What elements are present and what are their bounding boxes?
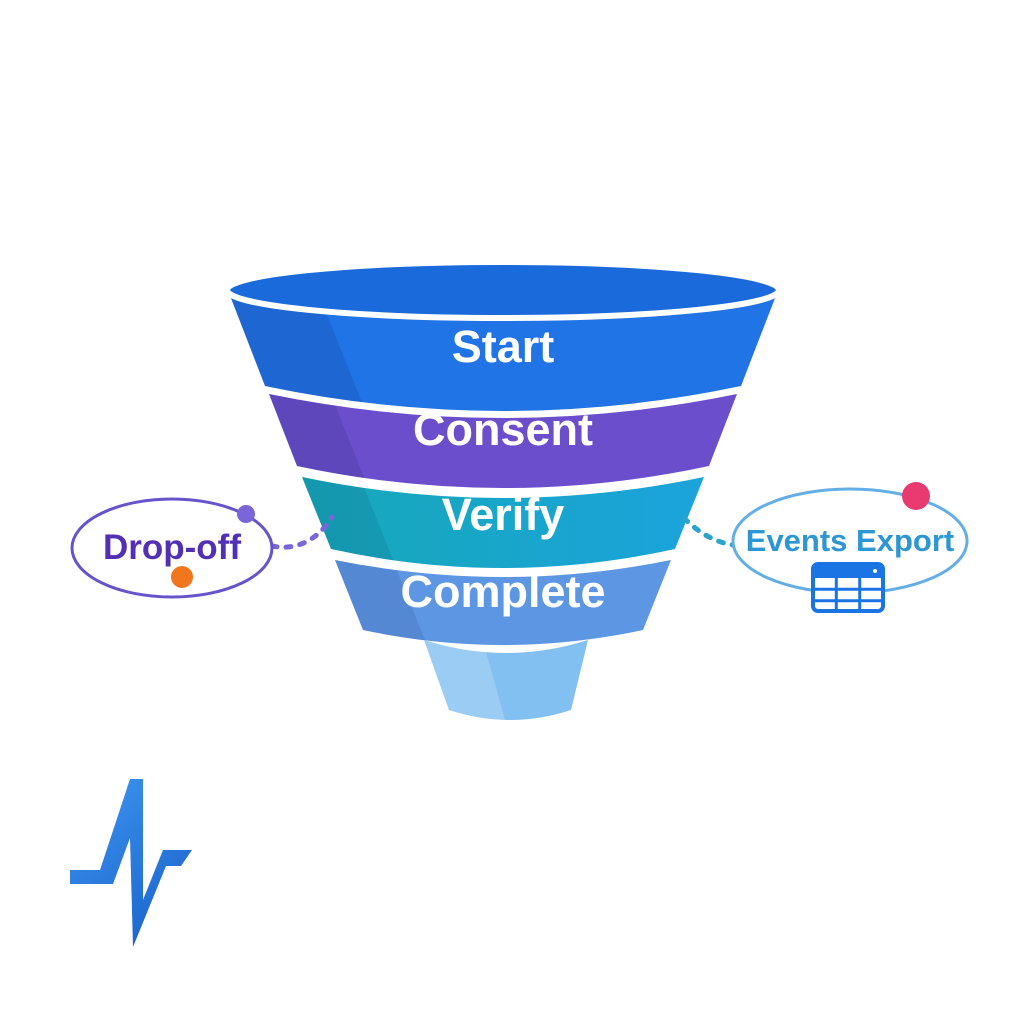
stage-label-verify: Verify bbox=[442, 489, 565, 540]
drop-off-connector bbox=[269, 514, 335, 550]
table-icon bbox=[811, 562, 885, 613]
pulse-logo-glyph bbox=[70, 779, 192, 947]
events-export-label: Events Export bbox=[746, 523, 954, 558]
table-icon-gridlines bbox=[813, 578, 883, 611]
drop-off-satellite-dot bbox=[237, 505, 255, 523]
funnel-rim bbox=[224, 259, 782, 321]
drop-off-label: Drop-off bbox=[103, 528, 241, 567]
funnel-spout bbox=[424, 640, 588, 720]
drop-off-orange-dot bbox=[171, 566, 193, 588]
table-icon-header bbox=[813, 564, 883, 578]
drop-off-callout: Drop-off bbox=[70, 497, 335, 599]
funnel-stage-consent bbox=[269, 394, 737, 488]
funnel-stage-verify bbox=[302, 477, 704, 568]
stage-label-complete: Complete bbox=[400, 566, 605, 617]
stage-label-start: Start bbox=[452, 321, 555, 372]
drop-off-ellipse bbox=[70, 497, 274, 599]
funnel-stage-complete bbox=[335, 560, 671, 645]
pulse-logo bbox=[70, 779, 192, 947]
table-icon-header-dot bbox=[873, 569, 877, 573]
funnel-stage-complete-shade bbox=[335, 560, 427, 645]
funnel: Start Consent Verify Complete bbox=[224, 259, 782, 720]
events-export-pink-dot bbox=[902, 482, 930, 510]
stage-label-consent: Consent bbox=[413, 404, 593, 455]
funnel-stage-start bbox=[229, 293, 777, 411]
funnel-stage-verify-shade bbox=[302, 477, 393, 560]
events-export-callout: Events Export bbox=[681, 482, 969, 613]
